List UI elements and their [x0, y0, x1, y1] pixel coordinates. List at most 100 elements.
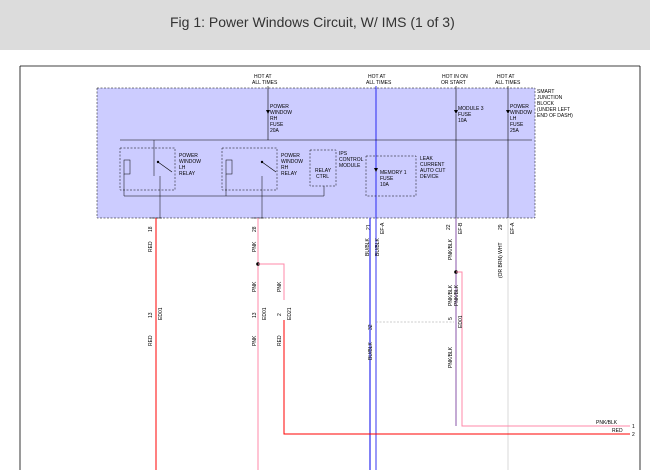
leak-label-2: CURRENT	[420, 162, 444, 168]
e2-conn: ED01	[262, 307, 268, 320]
pin-28: 28	[252, 226, 258, 232]
memory-fuse-label-3: 10A	[380, 182, 390, 188]
relay-ctrl-label-2: CTRL	[316, 174, 329, 180]
e4-pin: 32	[368, 324, 374, 330]
relay-rh-box	[221, 147, 278, 191]
fuse-rh-label-4: FUSE	[270, 122, 284, 128]
e5-color-top: PNK/BLK	[448, 284, 454, 306]
relay-rh-coil	[225, 159, 233, 175]
pin-21-color-b: BU/BLK	[375, 238, 381, 256]
sjb-label-1: SMART	[537, 89, 554, 95]
pin-28-color: PNK	[252, 241, 258, 252]
fuse-lh-label-2: WINDOW	[510, 110, 532, 116]
wire-red-branch	[283, 320, 630, 435]
output-1-num: 1	[632, 424, 635, 430]
fuse-m3-label-2: FUSE	[458, 112, 472, 118]
e3-color-top: PNK	[277, 281, 283, 292]
e5-color-top2: PNK/BLK	[454, 284, 460, 306]
hot-label-2: HOT AT	[368, 74, 386, 80]
relay-lh-switch	[157, 161, 173, 173]
relay-rh-label-1: POWER	[281, 153, 300, 159]
e5-color-bot: PNK/BLK	[448, 346, 454, 368]
smart-junction-block	[96, 87, 536, 219]
fuse-rh-label-1: POWER	[270, 104, 289, 110]
wire-purple-out	[456, 271, 630, 427]
e2-color: PNK	[252, 335, 258, 346]
figure-title: Fig 1: Power Windows Circuit, W/ IMS (1 …	[170, 14, 455, 30]
e3-color: RED	[277, 335, 283, 346]
pin-21-conn: EF-A	[380, 222, 386, 234]
pin-18-color: RED	[148, 241, 154, 252]
relay-lh-box	[119, 147, 176, 191]
e1-color: RED	[148, 335, 154, 346]
wiring-diagram: HOT AT ALL TIMES HOT AT ALL TIMES HOT IN…	[19, 65, 641, 470]
fuse-lh-label-3: LH	[510, 116, 517, 122]
pin-21-color-a: BU/BLK	[365, 238, 371, 256]
pin-22-conn: EF-B	[458, 222, 464, 234]
pin-18: 18	[148, 226, 154, 232]
relay-rh-contact	[260, 160, 264, 164]
fuse-symbol-lh	[506, 110, 510, 114]
e4-color: BU/BLK	[368, 342, 374, 360]
relay-rh-label-2: WINDOW	[281, 159, 303, 165]
relay-rh-label-3: RH	[281, 165, 289, 171]
relay-lh-label-1: POWER	[179, 153, 198, 159]
fuse-rh-label-2: WINDOW	[270, 110, 292, 116]
hot-label-4: HOT AT	[497, 74, 515, 80]
sjb-label-4: (UNDER LEFT	[537, 107, 570, 113]
sjb-label-5: END OF DASH)	[537, 113, 573, 119]
relay-lh-label-3: LH	[179, 165, 186, 171]
pin-29: 29	[498, 224, 504, 230]
memory-fuse-label-2: FUSE	[380, 176, 394, 182]
output-2-num: 2	[632, 432, 635, 438]
relay-lh-label-2: WINDOW	[179, 159, 201, 165]
fuse-lh-label-5: 25A	[510, 128, 520, 134]
pin-21: 21	[366, 224, 372, 230]
e3-pin: 2	[277, 313, 283, 316]
leak-device-box	[365, 155, 417, 197]
output-1-label: PNK/BLK	[596, 420, 618, 426]
e5-conn: ED01	[458, 315, 464, 328]
pin-22: 22	[446, 224, 452, 230]
hot-label-3: HOT IN ON	[442, 74, 468, 80]
fuse-m3-label-3: 10A	[458, 118, 468, 124]
leak-label-1: LEAK	[420, 156, 433, 162]
pin-29-color: (OR BRN) WHT	[498, 242, 504, 278]
e1-pin: 13	[148, 312, 154, 318]
wire-pink-branch	[258, 263, 285, 300]
e1-conn: ED01	[158, 307, 164, 320]
hot-label-1b: ALL TIMES	[252, 80, 278, 86]
fuse-symbol-memory	[374, 168, 378, 172]
leak-label-4: DEVICE	[420, 174, 439, 180]
ips-label-2: CONTROL	[339, 157, 364, 163]
e3-conn: ED21	[287, 307, 293, 320]
fuse-lh-label-1: POWER	[510, 104, 529, 110]
fuse-lh-label-4: FUSE	[510, 122, 524, 128]
ips-label-3: MODULE	[339, 163, 361, 169]
pin-29-conn: EF-A	[510, 222, 516, 234]
sjb-label-3: BLOCK	[537, 101, 555, 107]
fuse-m3-label-1: MODULE 3	[458, 106, 484, 112]
relay-ctrl-box	[309, 149, 337, 187]
pin-22-color: PNK/BLK	[448, 238, 454, 260]
hot-label-2b: ALL TIMES	[366, 80, 392, 86]
relay-ctrl-label-1: RELAY	[315, 168, 332, 174]
relay-rh-switch	[261, 161, 277, 173]
figure-header: Fig 1: Power Windows Circuit, W/ IMS (1 …	[0, 0, 650, 50]
hot-label-3b: OR START	[441, 80, 466, 86]
output-2-label: RED	[612, 428, 623, 434]
e2-color-top: PNK	[252, 281, 258, 292]
sjb-label-2: JUNCTION	[537, 95, 563, 101]
ips-label-1: IPS	[339, 151, 348, 157]
fuse-symbol-rh	[266, 110, 270, 114]
relay-lh-coil	[123, 159, 131, 175]
e2-pin: 13	[252, 312, 258, 318]
relay-lh-contact	[156, 160, 160, 164]
hot-label-1: HOT AT	[254, 74, 272, 80]
fuse-symbol-module3	[454, 110, 458, 114]
relay-rh-label-4: RELAY	[281, 171, 298, 177]
fuse-rh-label-5: 20A	[270, 128, 280, 134]
fuse-rh-label-3: RH	[270, 116, 278, 122]
hot-label-4b: ALL TIMES	[495, 80, 521, 86]
memory-fuse-label-1: MEMORY 1	[380, 170, 407, 176]
